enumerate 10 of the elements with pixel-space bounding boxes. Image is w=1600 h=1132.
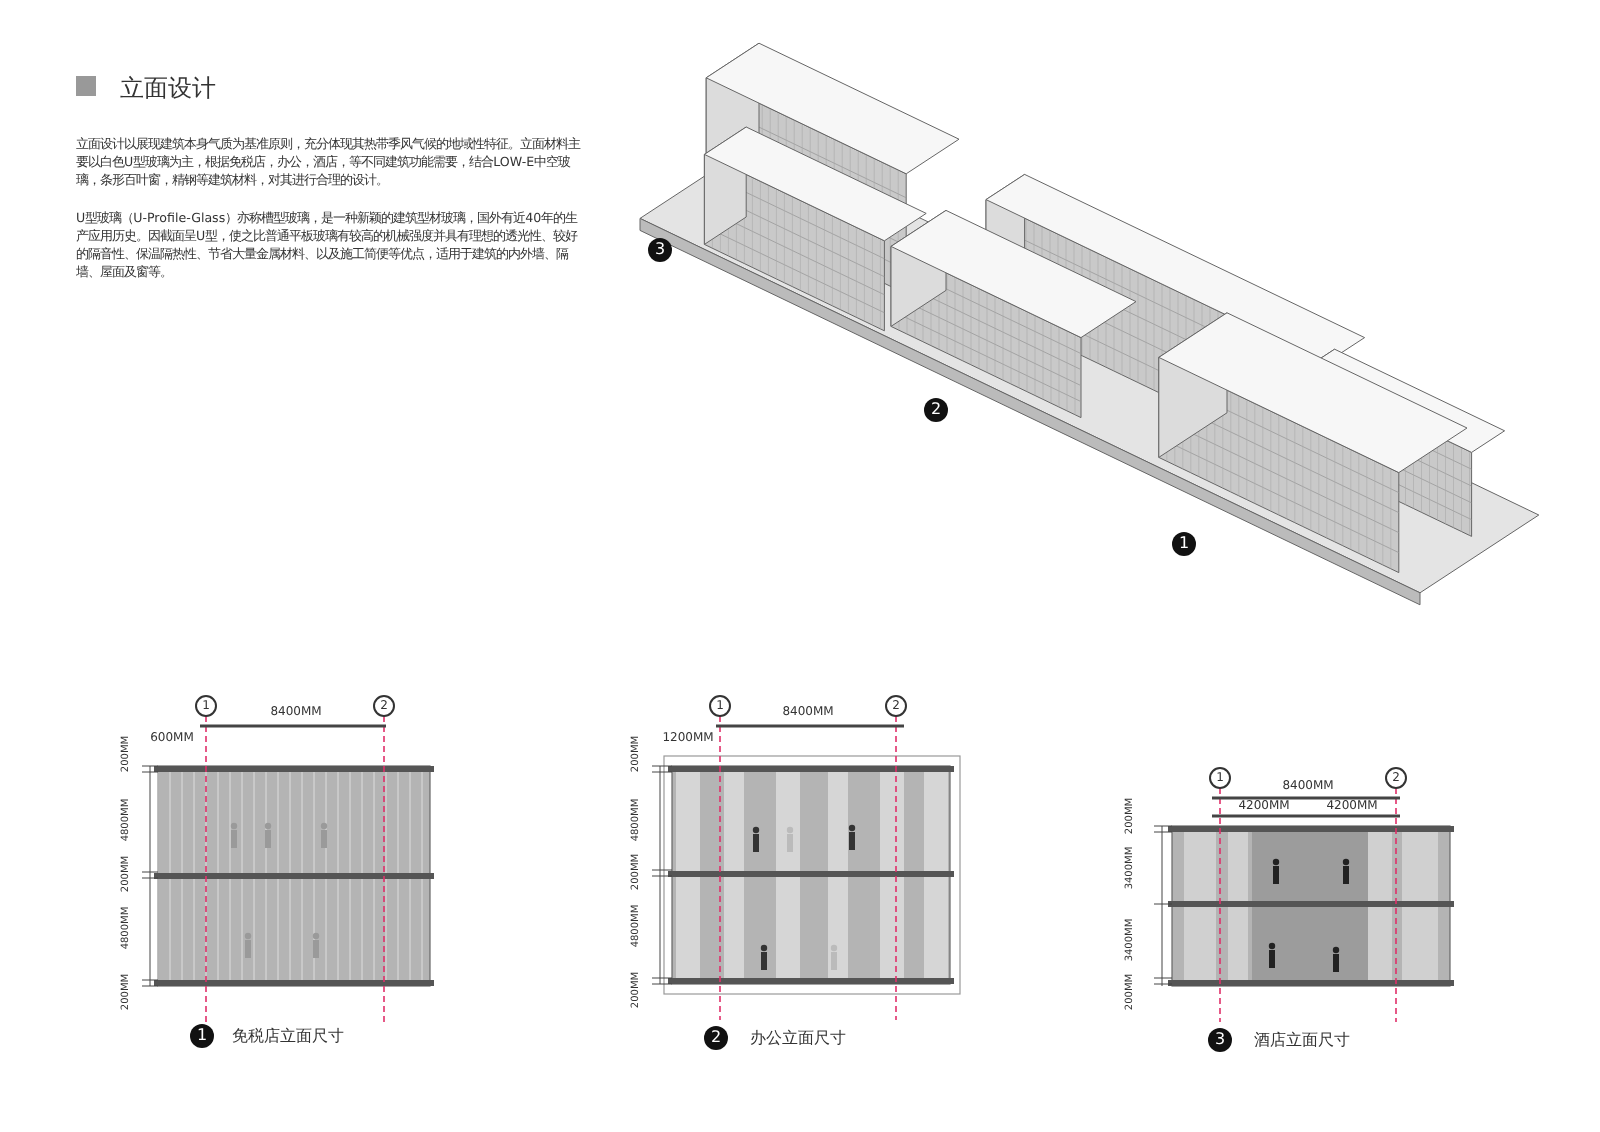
callout-number: 2 — [924, 398, 948, 422]
callout-number: 3 — [648, 238, 672, 262]
caption-text: 办公立面尺寸 — [750, 1027, 846, 1049]
caption-text: 酒店立面尺寸 — [1254, 1029, 1350, 1051]
section-title: 立面设计 — [120, 72, 216, 106]
callout-number: 1 — [1172, 532, 1196, 556]
callout-number: 3 — [1208, 1028, 1232, 1052]
callout-number: 2 — [704, 1026, 728, 1050]
caption-text: 免税店立面尺寸 — [232, 1025, 344, 1047]
callout-number: 1 — [190, 1024, 214, 1048]
